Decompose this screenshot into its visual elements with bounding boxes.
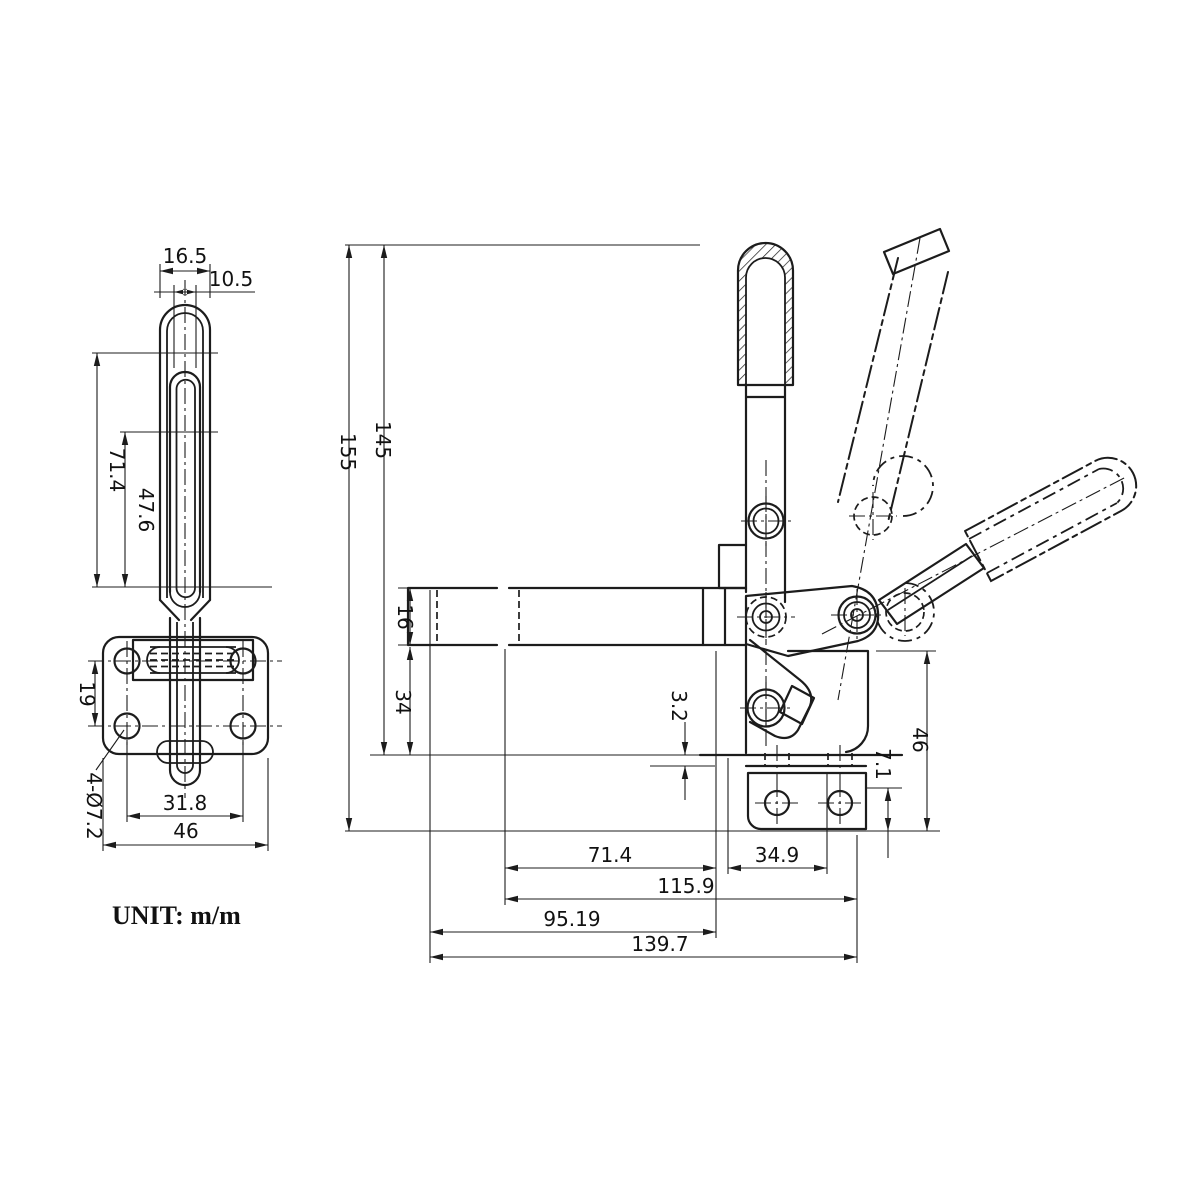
spindle-retainer: [156, 740, 214, 764]
spindle-slot-outer: [168, 370, 202, 594]
phantom-handle-cap: [882, 227, 951, 276]
dim-line-hole-col-pitch: [126, 740, 244, 822]
dim-line-base-width: [102, 758, 269, 851]
dim-slot-length: 47.6: [134, 488, 158, 533]
grip-hatch-fill: [738, 243, 793, 385]
linkage-plate: [744, 584, 880, 658]
arm-edges: [150, 646, 236, 674]
shaft-tab: [717, 543, 748, 590]
dim-hole-col-pitch: 31.8: [163, 791, 208, 815]
unit-note: UNIT: m/m: [112, 901, 241, 930]
slot-bottom-arc: [175, 587, 196, 599]
foot-hole-centerlines: [755, 745, 862, 825]
dim-base-length: 115.9: [657, 874, 714, 898]
dim-hole-row-pitch: 19: [75, 681, 99, 706]
mount-hole-bl: [113, 712, 141, 740]
bolt-lower: [740, 682, 792, 734]
base-plate: [101, 635, 270, 756]
dim-slot-width: 10.5: [209, 267, 254, 291]
linkage-tab: [778, 684, 816, 726]
dim-overall-height: 155: [336, 433, 360, 471]
dim-base-width: 46: [173, 819, 198, 843]
phantom-grip-inner: [968, 467, 1125, 574]
bottom-extension-lines: [429, 590, 858, 963]
handle-shaft: [744, 383, 787, 604]
dim-line-flange-thickness: [650, 722, 715, 800]
dim-line-slot-length: [120, 431, 218, 587]
lever-arm-solid: [877, 542, 986, 626]
base-rear-profile: [786, 649, 870, 754]
arm-left-segment: [406, 586, 499, 647]
phantom-lever-axis: [821, 476, 1127, 635]
arm-end-view: [131, 638, 255, 682]
dim-foot-length: 34.9: [755, 843, 800, 867]
bolt-upper: [741, 496, 791, 546]
dim-arm-clearance: 34: [391, 689, 415, 714]
grip-outer: [736, 241, 795, 387]
phantom-handle-axis: [837, 237, 921, 701]
dim-overall-length: 139.7: [631, 932, 688, 956]
phantom-grip-outer: [963, 456, 1138, 583]
phantom-lever-released: [821, 456, 1138, 642]
spindle-taper: [158, 598, 212, 622]
dim-line-foot-offset: [866, 787, 902, 858]
dim-pivot-offset: 95.19: [543, 907, 600, 931]
hole-centerlines: [88, 641, 282, 746]
spindle-slot-inner: [175, 378, 196, 588]
dim-arm-reach: 71.4: [588, 843, 633, 867]
dim-line-slot-width: [154, 285, 255, 368]
arm-end-arcs: [146, 646, 240, 674]
slot-bottom-arc-2: [169, 591, 201, 608]
dim-bar-width: 16.5: [163, 244, 208, 268]
dim-base-height: 46: [908, 727, 932, 752]
dim-hole-callout: 4-Ø7.2: [82, 772, 106, 840]
side-view: 155 145: [336, 227, 1138, 963]
flange-hidden-holes: [764, 753, 853, 766]
phantom-handle-open: [837, 227, 951, 701]
front-view: 16.5 10.5 71.4 47.6 19 4-Ø7.2 31.8 46 UN…: [75, 244, 282, 930]
hole-callout-leader: [95, 729, 125, 771]
clevis-outer: [168, 616, 202, 787]
mount-foot: [746, 771, 868, 831]
dim-flange-thickness: 3.2: [667, 690, 691, 722]
arm-right-segment: [507, 586, 748, 647]
dim-foot-offset: 7.1: [871, 748, 895, 780]
arm-hidden-lines: [150, 652, 236, 668]
dim-handle-height: 145: [371, 421, 395, 459]
spindle-inner-contour: [166, 312, 204, 598]
grip-inner: [745, 257, 786, 385]
arm-end-block: [701, 586, 727, 647]
dim-line-bar-length: [92, 352, 272, 588]
dim-line-base-height: [876, 650, 936, 831]
dim-arm-thickness: 16: [393, 604, 417, 629]
spindle-outer: [158, 303, 212, 602]
clevis-inner: [176, 622, 194, 774]
